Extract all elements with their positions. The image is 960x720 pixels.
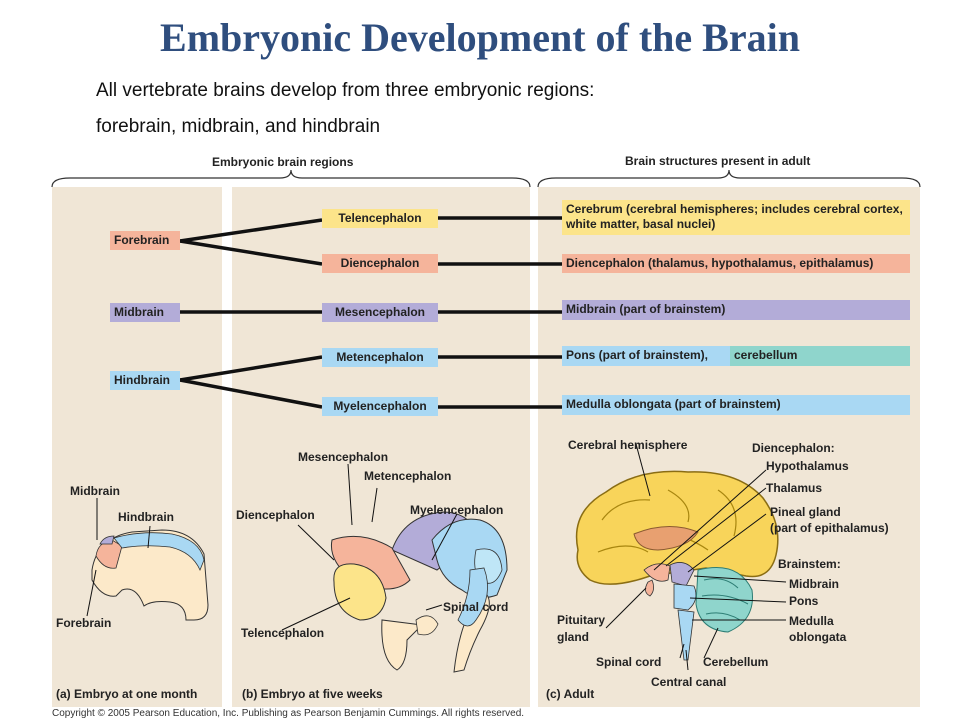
adult-diencephalon-box: Diencephalon (thalamus, hypothalamus, ep… (562, 254, 910, 273)
line-hindbrain-metencephalon (179, 355, 323, 382)
label-b-mesencephalon: Mesencephalon (298, 450, 389, 464)
cerebrum-box: Cerebrum (cerebral hemispheres; includes… (562, 200, 910, 235)
page-title: Embryonic Development of the Brain (160, 15, 800, 60)
label-b-metencephalon: Metencephalon (364, 469, 452, 483)
line-forebrain-telencephalon (179, 218, 323, 243)
label-a-hindbrain: Hindbrain (118, 510, 174, 524)
label-b-spinal-cord: Spinal cord (443, 600, 509, 614)
panel-b-caption: Embryo at five weeks (260, 687, 383, 701)
forebrain-box: Forebrain (110, 231, 180, 250)
adult-brace (537, 169, 921, 188)
adult-brain-drawing (575, 443, 787, 671)
midbrain-box: Midbrain (110, 303, 180, 322)
label-c-pituitary-1: Pituitary (557, 613, 606, 627)
cerebellum-box: cerebellum (730, 346, 910, 366)
label-a-midbrain: Midbrain (70, 484, 120, 498)
diencephalon-box: Diencephalon (322, 254, 438, 273)
myelencephalon-box: Myelencephalon (322, 397, 438, 416)
label-b-telencephalon: Telencephalon (241, 626, 325, 640)
hindbrain-box: Hindbrain (110, 371, 180, 390)
label-c-pituitary-2: gland (557, 630, 589, 644)
label-b-myelencephalon: Myelencephalon (410, 503, 504, 517)
metencephalon-box: Metencephalon (322, 348, 438, 367)
label-c-midbrain: Midbrain (789, 577, 839, 591)
label-c-diencephalon: Diencephalon: (752, 441, 835, 455)
panel-c-caption: Adult (563, 687, 595, 701)
label-c-medulla-1: Medulla (789, 614, 834, 628)
panel-c-letter: (c) (546, 687, 561, 701)
embryo-five-weeks-drawing (281, 463, 508, 673)
caption-a: (a) Embryo at one month (56, 687, 197, 701)
telencephalon-box: Telencephalon (322, 209, 438, 228)
label-c-pineal-2: (part of epithalamus) (770, 521, 889, 535)
medulla-box: Medulla oblongata (part of brainstem) (562, 395, 910, 415)
label-c-cerebellum: Cerebellum (703, 655, 769, 669)
pons-box: Pons (part of brainstem), (562, 346, 730, 366)
label-c-hypothalamus: Hypothalamus (766, 459, 849, 473)
subtitle-line-2: forebrain, midbrain, and hindbrain (96, 116, 381, 137)
embryonic-brace (51, 169, 531, 188)
label-c-medulla-2: oblongata (789, 630, 847, 644)
label-a-forebrain: Forebrain (56, 616, 112, 630)
panel-a-caption: Embryo at one month (74, 687, 198, 701)
caption-b: (b) Embryo at five weeks (242, 687, 383, 701)
label-c-cerebral-hemisphere: Cerebral hemisphere (568, 438, 688, 452)
mesencephalon-box: Mesencephalon (322, 303, 438, 322)
panel-a-letter: (a) (56, 687, 71, 701)
embryo-one-month-drawing (86, 498, 209, 621)
label-c-pineal-1: Pineal gland (770, 505, 841, 519)
label-c-thalamus: Thalamus (766, 481, 823, 495)
copyright-notice: Copyright © 2005 Pearson Education, Inc.… (52, 708, 525, 719)
label-c-brainstem: Brainstem: (778, 557, 841, 571)
label-b-diencephalon: Diencephalon (236, 508, 315, 522)
caption-c: (c) Adult (546, 687, 594, 701)
adult-structures-header: Brain structures present in adult (625, 154, 811, 168)
adult-midbrain-box: Midbrain (part of brainstem) (562, 300, 910, 320)
label-c-pons: Pons (789, 594, 819, 608)
label-c-spinal-cord: Spinal cord (596, 655, 662, 669)
subtitle-line-1: All vertebrate brains develop from three… (96, 80, 595, 101)
line-hindbrain-myelencephalon (179, 378, 323, 409)
panel-b-letter: (b) (242, 687, 258, 701)
line-forebrain-diencephalon (179, 239, 323, 266)
label-c-central-canal: Central canal (651, 675, 727, 689)
embryonic-regions-header: Embryonic brain regions (212, 155, 354, 169)
